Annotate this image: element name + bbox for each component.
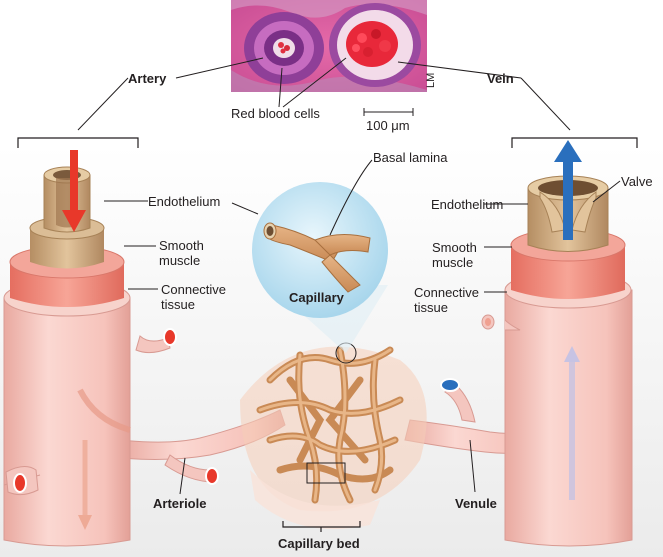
capillary-bed-label: Capillary bed (278, 536, 360, 551)
vein-vessel (481, 140, 633, 547)
basal-lamina-label: Basal lamina (373, 150, 448, 165)
vein-connective-tissue-label: Connective tissue (414, 285, 480, 315)
artery-connective-tissue-label: Connective tissue (161, 282, 227, 312)
artery-smooth-muscle-label: Smooth muscle (159, 238, 204, 268)
venule-label: Venule (455, 496, 497, 511)
arteriole-label: Arteriole (153, 496, 207, 511)
vein-label: Vein (487, 71, 514, 86)
artery-endothelium-label: Endothelium (148, 194, 221, 209)
brackets (17, 137, 638, 148)
vein-endothelium-label: Endothelium (431, 197, 504, 212)
red-blood-cells-label: Red blood cells (231, 106, 320, 121)
vein-smooth-muscle-label: Smooth muscle (432, 240, 477, 270)
capillary-network (240, 342, 427, 532)
artery-vessel (3, 150, 131, 547)
capillary-inset (252, 182, 388, 353)
zoom-rect (306, 462, 346, 484)
valve-label: Valve (621, 174, 653, 189)
micrograph-leaders (77, 57, 571, 131)
micrograph: LM (231, 0, 437, 92)
capillary-label: Capillary (289, 290, 344, 305)
arteriole (119, 328, 286, 485)
lm-label: LM (425, 73, 437, 88)
scale-label: 100 μm (366, 118, 410, 133)
scale-bar (363, 108, 414, 116)
layer-leaders (104, 159, 621, 495)
artery-label: Artery (128, 71, 167, 86)
